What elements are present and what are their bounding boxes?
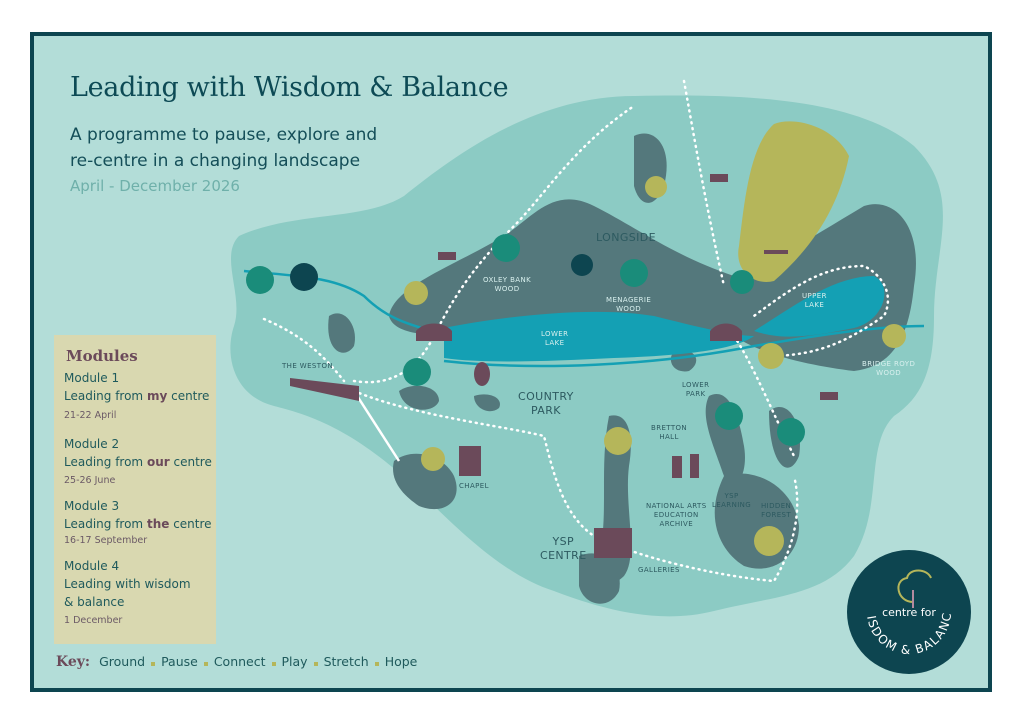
key-legend: Key: Ground Pause Connect Play Stretch H… (56, 654, 418, 670)
logo-wordmark: WISDOM & BALANCE (847, 550, 953, 657)
modules-heading: Modules (66, 347, 138, 365)
poster-frame: Leading with Wisdom & Balance A programm… (30, 32, 992, 692)
logo-centre-for: centre for (882, 606, 936, 619)
road (352, 390, 401, 462)
label-longside: LONGSIDE (596, 231, 656, 244)
svg-text:WISDOM & BALANCE: WISDOM & BALANCE (847, 550, 954, 657)
label-chapel: CHAPEL (459, 482, 489, 490)
trees-icon (246, 176, 906, 556)
programme-dates: April - December 2026 (70, 177, 240, 195)
centre-logo: WISDOM & BALANCE centre for (847, 550, 971, 674)
park-map (230, 79, 943, 617)
label-galleries: GALLERIES (638, 566, 680, 574)
upper-lake (754, 276, 885, 337)
tree-logo-icon: WISDOM & BALANCE (847, 550, 954, 657)
label-the-weston: THE WESTON (282, 362, 333, 370)
page-title: Leading with Wisdom & Balance (70, 72, 509, 103)
buildings-icon (290, 174, 838, 558)
olive-meadow (738, 121, 849, 282)
lower-lake (444, 311, 754, 362)
